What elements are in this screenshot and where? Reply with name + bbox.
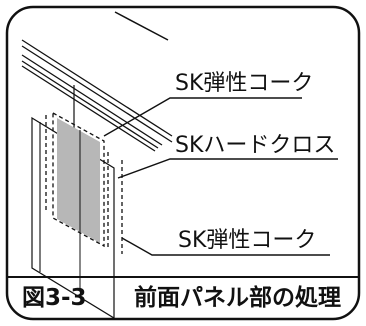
- leader-middle: [117, 158, 338, 179]
- hard-cloth: [57, 118, 100, 243]
- label-hard-cloth: SKハードクロス: [175, 133, 336, 158]
- frame-border: [5, 5, 361, 321]
- leader-bottom: [121, 237, 330, 256]
- top-rail: [21, 39, 173, 152]
- figure-number: 図3-3: [22, 285, 87, 311]
- label-bottom-caulk: SK弾性コーク: [178, 228, 317, 253]
- leader-lines: [103, 97, 338, 256]
- top-diagonal-line: [114, 11, 169, 41]
- leader-top: [103, 97, 302, 137]
- label-top-caulk: SK弾性コーク: [175, 71, 314, 96]
- figure-title: 前面パネル部の処理: [134, 285, 341, 311]
